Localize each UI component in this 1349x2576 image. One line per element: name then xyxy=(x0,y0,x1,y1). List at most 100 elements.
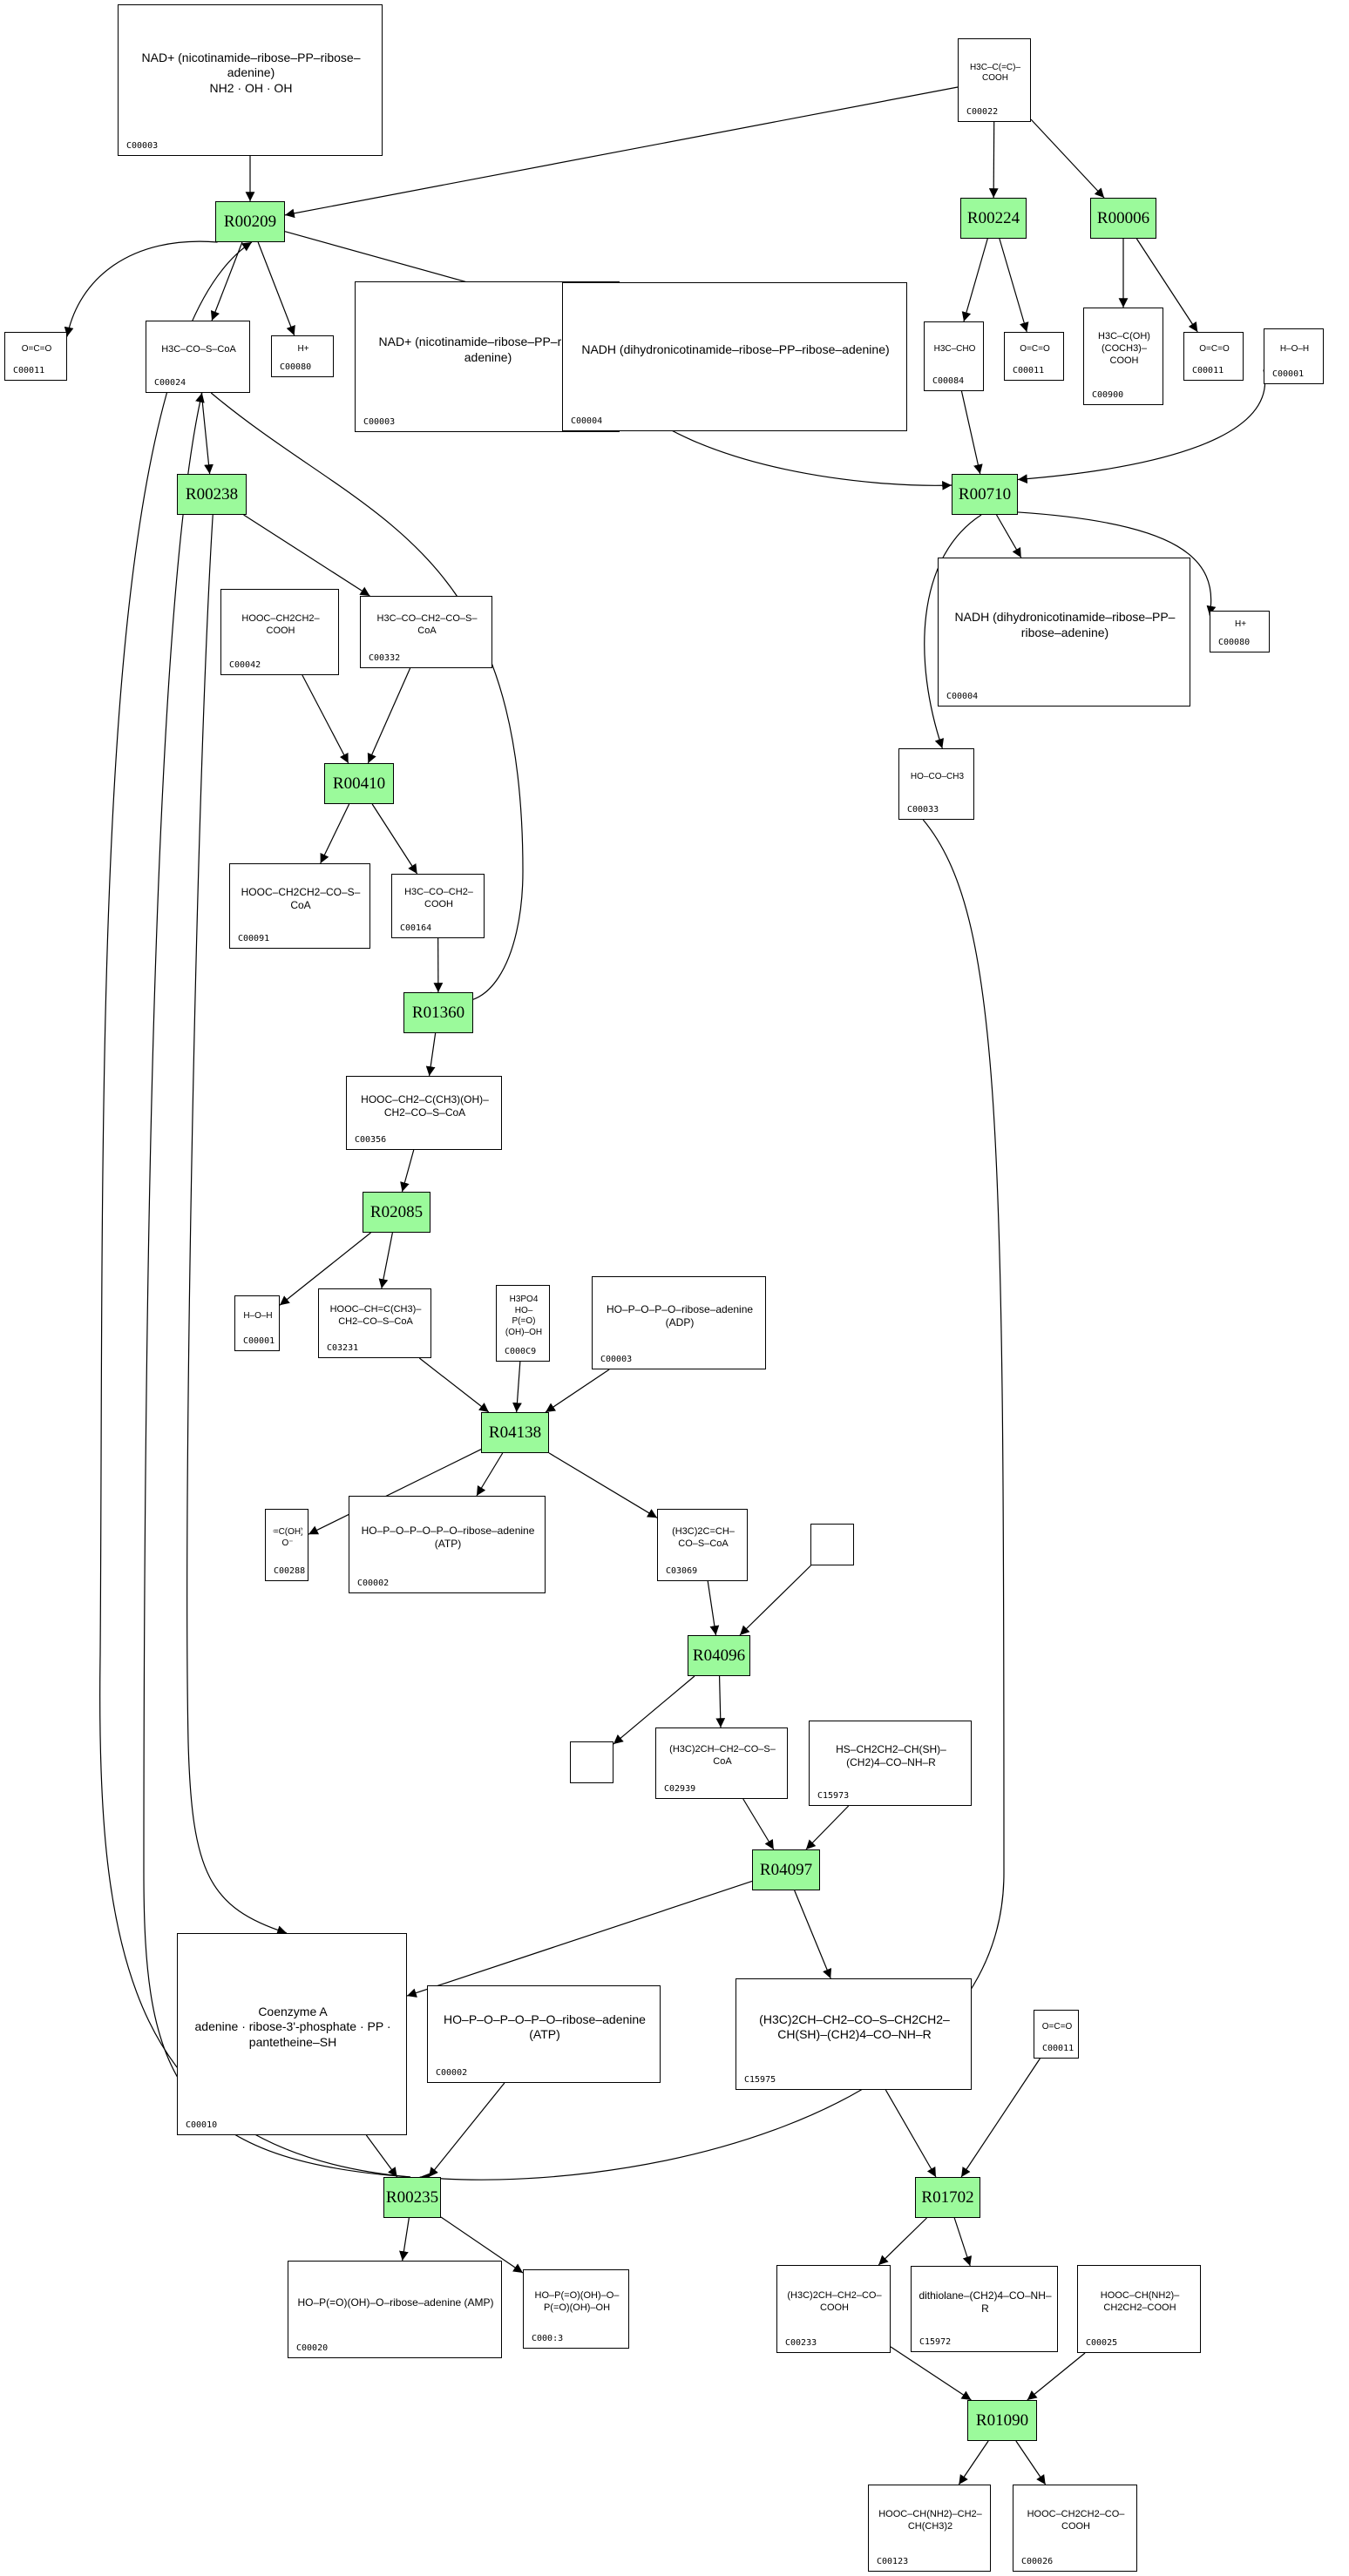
empty-compound-node[interactable] xyxy=(810,1524,854,1565)
structure-formula: dithiolane–(CH2)4–CO–NH–R xyxy=(919,2289,1052,2315)
compound-node-c00900[interactable]: H3C–C(OH)(COCH3)–COOH C00900 xyxy=(1083,308,1163,405)
edge-r00710-to-c00004_right xyxy=(996,514,1022,558)
edge-c00022-to-r00224 xyxy=(988,121,999,199)
edge-c00356-to-r02085 xyxy=(400,1149,415,1193)
structure-formula: H3C–C(OH)(COCH3)–COOH xyxy=(1098,331,1150,366)
reaction-node-r00209[interactable]: R00209 xyxy=(215,201,285,242)
compound-node-c00288[interactable]: O=C(OH)–O⁻C00288 xyxy=(265,1509,308,1581)
reaction-node-r00238[interactable]: R00238 xyxy=(177,474,247,515)
edge-c00010-to-r00235 xyxy=(365,2134,398,2178)
reaction-node-r04097[interactable]: R04097 xyxy=(752,1849,820,1890)
edge-c00042-to-r00410 xyxy=(302,674,349,764)
compound-id: C00033 xyxy=(907,805,939,815)
structure-formula: O=C(OH)–O⁻ xyxy=(273,1527,302,1548)
edge-c00001_a-to-r00710 xyxy=(1017,369,1266,484)
compound-id: C00042 xyxy=(229,660,261,670)
reaction-node-r01360[interactable]: R01360 xyxy=(403,992,473,1033)
empty-compound-node[interactable] xyxy=(570,1741,613,1783)
compound-id: C03069 xyxy=(666,1566,698,1576)
edge-c00011_d-to-r01702 xyxy=(960,2058,1041,2178)
structure-formula: HO–P–O–P–O–P–O–ribose–adenine (ATP) xyxy=(444,2011,646,2042)
structure-formula: H+ xyxy=(1234,619,1247,629)
reaction-node-r04138[interactable]: R04138 xyxy=(481,1412,549,1453)
reaction-node-r00410[interactable]: R00410 xyxy=(324,763,394,804)
compound-node-c15972[interactable]: dithiolane–(CH2)4–CO–NH–R C15972 xyxy=(911,2266,1058,2352)
structure-formula: (H3C)2CH–CH2–CO–COOH xyxy=(787,2289,882,2313)
reaction-label: R04097 xyxy=(759,1860,813,1879)
compound-node-c00004-mid[interactable]: NADH (dihydronicotinamide–ribose–PP–ribo… xyxy=(562,282,907,431)
compound-id: C00011 xyxy=(13,366,45,375)
reaction-node-r04096[interactable]: R04096 xyxy=(688,1635,750,1676)
compound-node-c00080-b[interactable]: H+C00080 xyxy=(1210,611,1270,652)
compound-node-c00008[interactable]: HO–P–O–P–O–ribose–adenine (ADP)C00003 xyxy=(592,1276,766,1369)
edge-r00224-to-c00011_b xyxy=(999,238,1029,333)
compound-node-c00003-top[interactable]: NAD+ (nicotinamide–ribose–PP–ribose–aden… xyxy=(118,4,383,156)
compound-id: C00080 xyxy=(280,362,312,372)
compound-id: C00003 xyxy=(600,1355,633,1364)
compound-id: C15972 xyxy=(919,2337,952,2347)
compound-node-c00080-a[interactable]: H+ C00080 xyxy=(271,335,334,377)
compound-id: C00026 xyxy=(1021,2557,1054,2566)
reaction-node-r00224[interactable]: R00224 xyxy=(960,198,1027,239)
structure-formula: NADH (dihydronicotinamide–ribose–PP–ribo… xyxy=(581,341,890,356)
edge-c00009-to-r04138 xyxy=(512,1361,522,1413)
edge-c00024-to-r01360 xyxy=(210,392,524,1003)
compound-node-c00002-b[interactable]: HO–P–O–P–O–P–O–ribose–adenine (ATP)C0000… xyxy=(427,1985,661,2083)
reaction-node-r01090[interactable]: R01090 xyxy=(967,2400,1037,2441)
edge-r04096-to-c02939 xyxy=(715,1675,726,1728)
compound-node-c00001-b[interactable]: H–O–H C00001 xyxy=(234,1295,280,1351)
structure-formula: H+ xyxy=(297,343,309,354)
reaction-node-r00006[interactable]: R00006 xyxy=(1090,198,1156,239)
compound-node-c00010[interactable]: Coenzyme A adenine · ribose-3'-phosphate… xyxy=(177,1933,407,2135)
edge-r02085-to-c00001_b xyxy=(279,1232,371,1306)
structure-formula: HO–P(=O)(OH)–O–ribose–adenine (AMP) xyxy=(297,2295,494,2309)
edge-r00224-to-c00084 xyxy=(961,238,988,322)
compound-id: C00004 xyxy=(946,692,979,701)
edge-r02085-to-c03231 xyxy=(378,1232,393,1289)
compound-node-c00002-a[interactable]: HO–P–O–P–O–P–O–ribose–adenine (ATP)C0000… xyxy=(349,1496,546,1593)
reaction-node-r02085[interactable]: R02085 xyxy=(363,1192,430,1233)
structure-formula: (H3C)2C=CH–CO–S–CoA xyxy=(672,1525,735,1549)
compound-id: C00332 xyxy=(369,653,401,663)
reaction-node-r01702[interactable]: R01702 xyxy=(915,2177,980,2218)
compound-id: C00002 xyxy=(357,1579,390,1588)
reaction-node-r00710[interactable]: R00710 xyxy=(952,474,1018,515)
compound-id: C00123 xyxy=(877,2557,909,2566)
compound-id: C00900 xyxy=(1092,390,1124,400)
reaction-node-r00235[interactable]: R00235 xyxy=(383,2177,441,2218)
compound-node-c03069[interactable]: (H3C)2C=CH–CO–S–CoA C03069 xyxy=(657,1509,748,1581)
compound-id: C00084 xyxy=(932,376,965,386)
structure-formula: H–O–H xyxy=(243,1310,273,1321)
compound-id: C00001 xyxy=(243,1336,275,1346)
structure-formula: HOOC–CH(NH2)–CH2CH2–COOH xyxy=(1100,2289,1180,2313)
compound-node-c15975[interactable]: (H3C)2CH–CH2–CO–S–CH2CH2–CH(SH)–(CH2)4–C… xyxy=(736,1978,972,2090)
compound-id: C00003 xyxy=(126,141,159,151)
compound-node-c00020[interactable]: HO–P(=O)(OH)–O–ribose–adenine (AMP)C0002… xyxy=(288,2261,502,2358)
edge-r04097-to-c15975 xyxy=(794,1890,832,1979)
compound-node-c00004-right[interactable]: NADH (dihydronicotinamide–ribose–PP–ribo… xyxy=(938,558,1190,707)
structure-formula: O=C=O xyxy=(1199,343,1230,354)
